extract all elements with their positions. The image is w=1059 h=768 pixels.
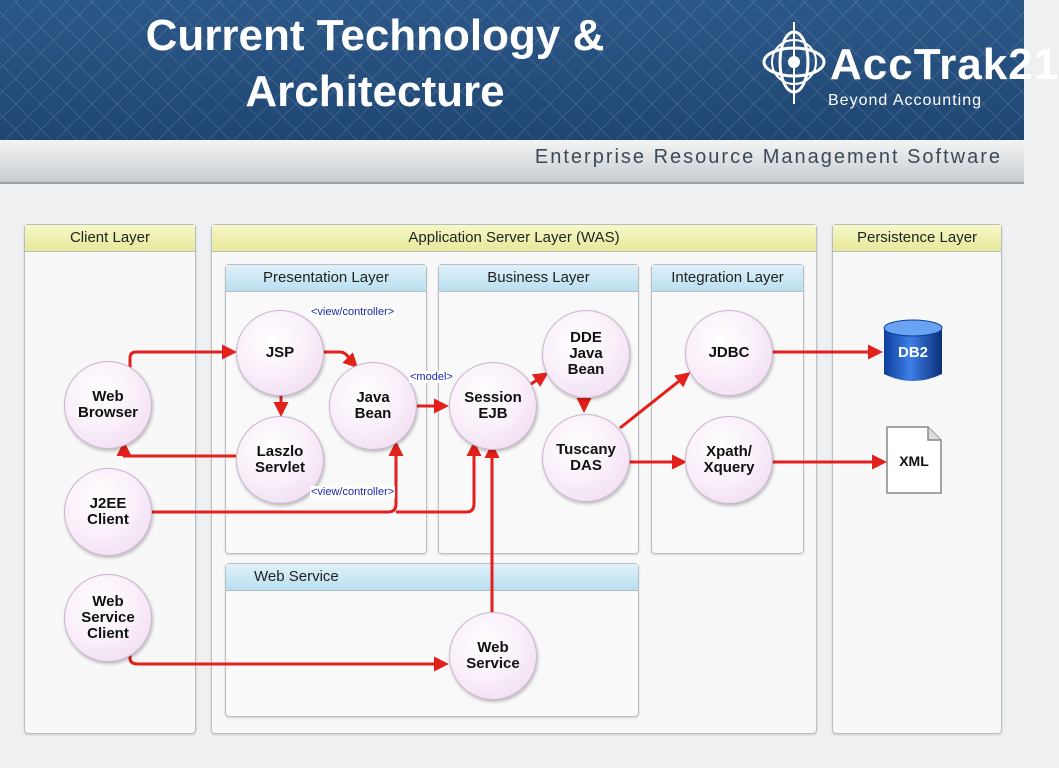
client-layer-header: Client Layer bbox=[25, 225, 195, 252]
page-title: Current Technology & Architecture bbox=[0, 8, 750, 120]
integration-layer-header: Integration Layer bbox=[652, 265, 803, 292]
arrow-browser-to-jsp bbox=[128, 344, 237, 370]
business-layer-header: Business Layer bbox=[439, 265, 638, 292]
title-line-1: Current Technology & bbox=[145, 11, 605, 60]
dde-java-bean-node: DDE Java Bean bbox=[542, 310, 630, 398]
header-pattern bbox=[0, 0, 1024, 140]
presentation-layer-header: Presentation Layer bbox=[226, 265, 426, 292]
laszlo-servlet-node: Laszlo Servlet bbox=[236, 416, 324, 504]
java-bean-node: Java Bean bbox=[329, 362, 417, 450]
tuscany-das-node: Tuscany DAS bbox=[542, 414, 630, 502]
arrow-laszlo-to-browser bbox=[116, 441, 236, 458]
j2ee-client-node: J2EE Client bbox=[64, 468, 152, 556]
web-service-client-node: Web Service Client bbox=[64, 574, 152, 662]
view-controller-tag-top: <view/controller> bbox=[310, 306, 396, 318]
logo-tagline: Beyond Accounting bbox=[828, 92, 982, 109]
header-banner: Current Technology & Architecture AccTra… bbox=[0, 0, 1058, 140]
logo-globe-icon bbox=[762, 22, 826, 104]
arrow-wsclient-to-webservice bbox=[128, 652, 449, 672]
web-service-node: Web Service bbox=[449, 612, 537, 700]
arrow-j2ee-to-javabean bbox=[150, 441, 404, 514]
logo-wordmark: AccTrak21 bbox=[830, 40, 1059, 89]
xpath-xquery-node: Xpath/ Xquery bbox=[685, 416, 773, 504]
model-tag: <model> bbox=[409, 371, 454, 383]
subtitle-text: Enterprise Resource Management Software bbox=[534, 146, 1002, 168]
arrow-j2ee-to-ejb bbox=[396, 441, 482, 514]
jsp-node: JSP bbox=[236, 310, 324, 396]
acctrak-logo: AccTrak21 Beyond Accounting bbox=[760, 18, 1058, 118]
arrow-jsp-to-javabean bbox=[318, 350, 359, 369]
jdbc-node: JDBC bbox=[685, 310, 773, 396]
db2-label: DB2 bbox=[897, 344, 928, 361]
persistence-layer-header: Persistence Layer bbox=[833, 225, 1001, 252]
arrow-tuscany-to-jdbc bbox=[619, 372, 691, 430]
subtitle-bar: Enterprise Resource Management Software bbox=[0, 140, 1024, 184]
xml-label: XML bbox=[899, 453, 929, 469]
session-ejb-node: Session EJB bbox=[449, 362, 537, 450]
web-service-layer-panel: Web Service bbox=[225, 563, 639, 717]
app-server-layer-header: Application Server Layer (WAS) bbox=[212, 225, 816, 252]
connection-arrows bbox=[116, 344, 887, 672]
db2-database-icon bbox=[883, 319, 943, 381]
web-browser-node: Web Browser bbox=[64, 361, 152, 449]
view-controller-tag-bottom: <view/controller> bbox=[310, 486, 396, 498]
title-line-2: Architecture bbox=[245, 67, 505, 116]
xml-document-icon bbox=[886, 426, 942, 494]
web-service-layer-header: Web Service bbox=[226, 564, 638, 591]
